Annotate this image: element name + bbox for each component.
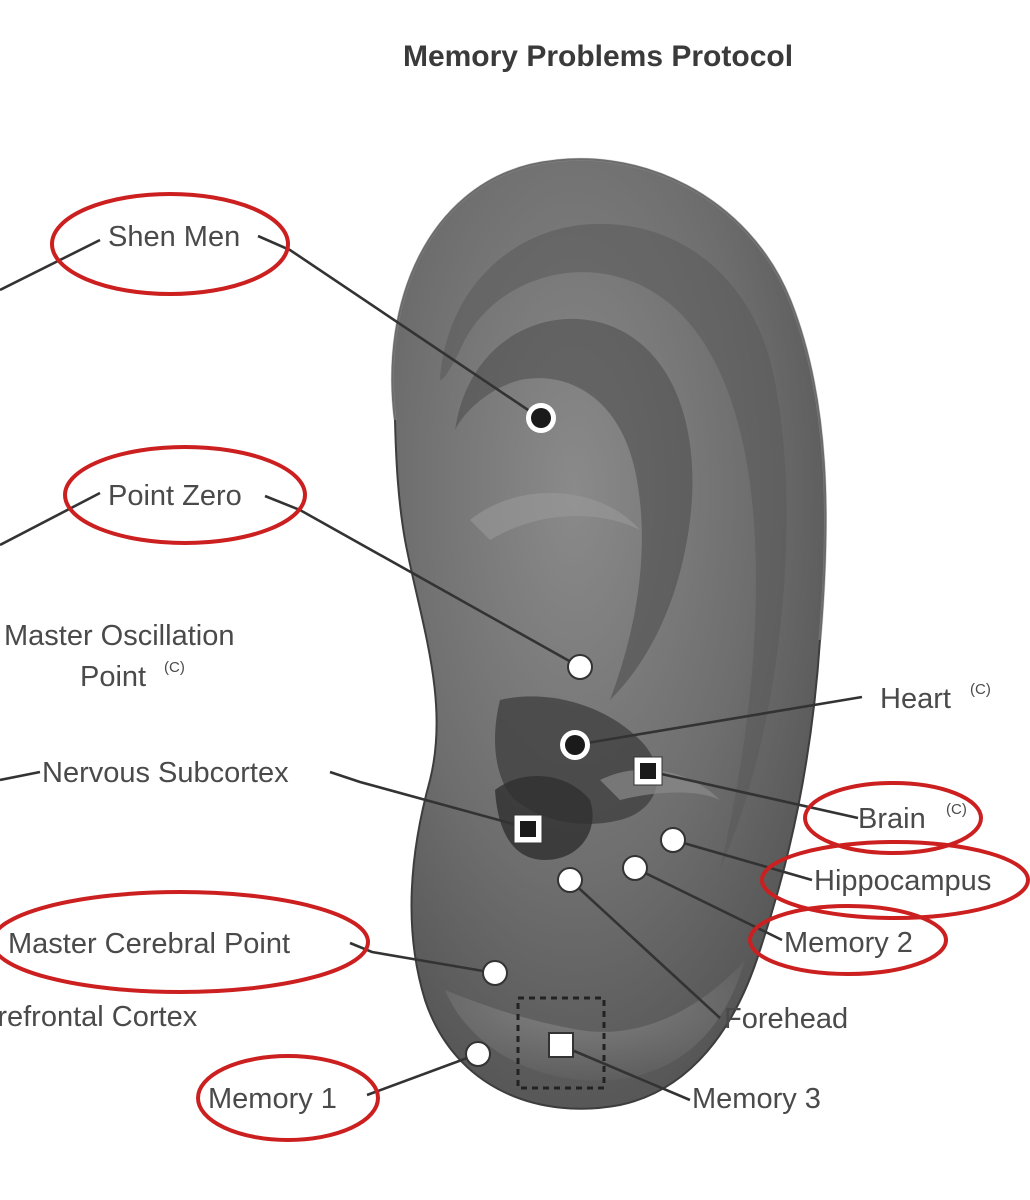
label-heart: Heart [880,683,951,715]
point-hippocampus [660,827,686,853]
highlight-ring-point-zero [63,445,307,545]
label-shen-men: Shen Men [108,221,240,253]
highlight-rings [0,192,1030,1142]
label-hippocampus: Hippocampus [814,865,991,897]
label-memory-3: Memory 3 [692,1083,821,1115]
label-brain: Brain [858,803,926,835]
label-prefrontal-cortex: Prefrontal Cortex [0,1001,198,1033]
label-master-cerebral: Master Cerebral Point [8,928,290,960]
point-brain-core [640,763,656,779]
ear-illustration [390,157,828,1110]
point-nervous-subcortex-core [520,821,536,837]
label-memory-1: Memory 1 [208,1083,337,1115]
point-labels: Shen Men Point Zero Master Oscillation P… [0,221,991,1115]
page-title: Memory Problems Protocol [403,40,793,73]
highlight-ring-shen-men [50,192,290,296]
point-memory-3 [548,1032,574,1058]
point-master-cerebral [482,960,508,986]
point-memory-1 [465,1041,491,1067]
label-memory-2: Memory 2 [784,927,913,959]
label-point-zero: Point Zero [108,480,242,512]
highlight-ring-master-cerebral [0,890,370,994]
label-master-oscillation-line2: Point [80,661,146,693]
leader-lines [0,234,863,1102]
corporal-mark-brain: (C) [946,801,967,818]
corporal-mark-master-oscillation: (C) [164,659,185,676]
corporal-mark-heart: (C) [970,681,991,698]
highlight-ring-memory-1 [196,1054,380,1142]
point-heart-core [565,735,585,755]
highlight-ring-memory-2 [748,904,948,976]
point-point-zero [567,654,593,680]
label-forehead: Forehead [724,1003,848,1035]
highlight-ring-brain [803,781,983,855]
ear-points [465,403,686,1090]
label-master-oscillation-line1: Master Oscillation [4,620,234,652]
point-memory-2 [622,855,648,881]
label-nervous-subcortex: Nervous Subcortex [42,757,289,789]
highlight-ring-hippocampus [760,840,1030,920]
point-shen-men-core [531,408,551,428]
point-forehead [557,867,583,893]
